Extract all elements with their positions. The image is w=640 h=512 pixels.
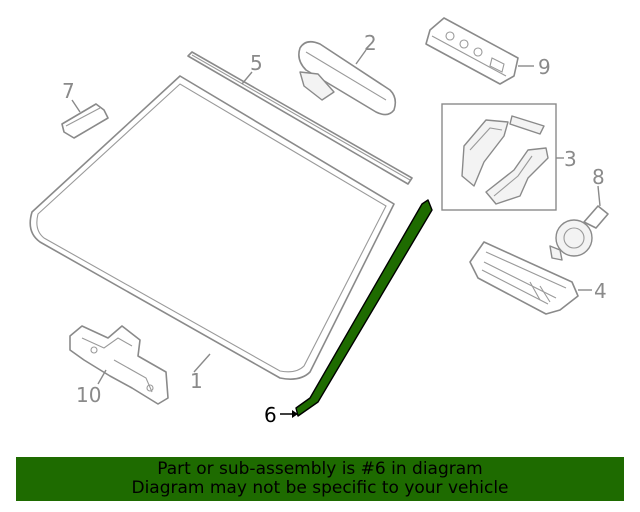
leader-8 — [597, 185, 601, 207]
callout-6: 6 — [264, 403, 277, 427]
banner-line-2: Diagram may not be specific to your vehi… — [131, 478, 509, 498]
pillar-garnish-shape — [295, 199, 433, 417]
callout-5: 5 — [250, 51, 263, 75]
overhead-console-part[interactable] — [425, 17, 519, 85]
pillar-garnish-part[interactable] — [295, 199, 433, 417]
callout-7: 7 — [62, 79, 75, 103]
callout-9: 9 — [538, 55, 551, 79]
callout-3: 3 — [564, 147, 577, 171]
callout-1: 1 — [190, 369, 203, 393]
leader-7 — [71, 99, 81, 113]
bracket-group-part[interactable] — [441, 103, 557, 211]
banner-line-1: Part or sub-assembly is #6 in diagram — [157, 459, 483, 479]
rain-sensor-part[interactable] — [549, 205, 609, 261]
windshield-part[interactable] — [29, 75, 395, 380]
callout-4: 4 — [594, 279, 607, 303]
leader-6-arrow — [292, 410, 298, 418]
callout-8: 8 — [592, 165, 605, 189]
leader-10 — [97, 369, 107, 385]
rearview-mirror-part[interactable] — [298, 40, 397, 116]
small-trim-part[interactable] — [61, 103, 109, 139]
leader-1 — [193, 353, 211, 373]
callout-10: 10 — [76, 383, 101, 407]
lower-cover-part[interactable] — [469, 241, 579, 315]
parts-diagram: 1 2 3 4 5 6 7 8 9 10 — [29, 17, 609, 427]
leader-5 — [241, 71, 253, 85]
callout-2: 2 — [364, 31, 377, 55]
mounting-bracket-part[interactable] — [69, 325, 169, 405]
fitment-notice-banner: Part or sub-assembly is #6 in diagram Di… — [16, 457, 624, 501]
upper-molding-part[interactable] — [187, 51, 413, 185]
leader-2 — [355, 49, 367, 65]
